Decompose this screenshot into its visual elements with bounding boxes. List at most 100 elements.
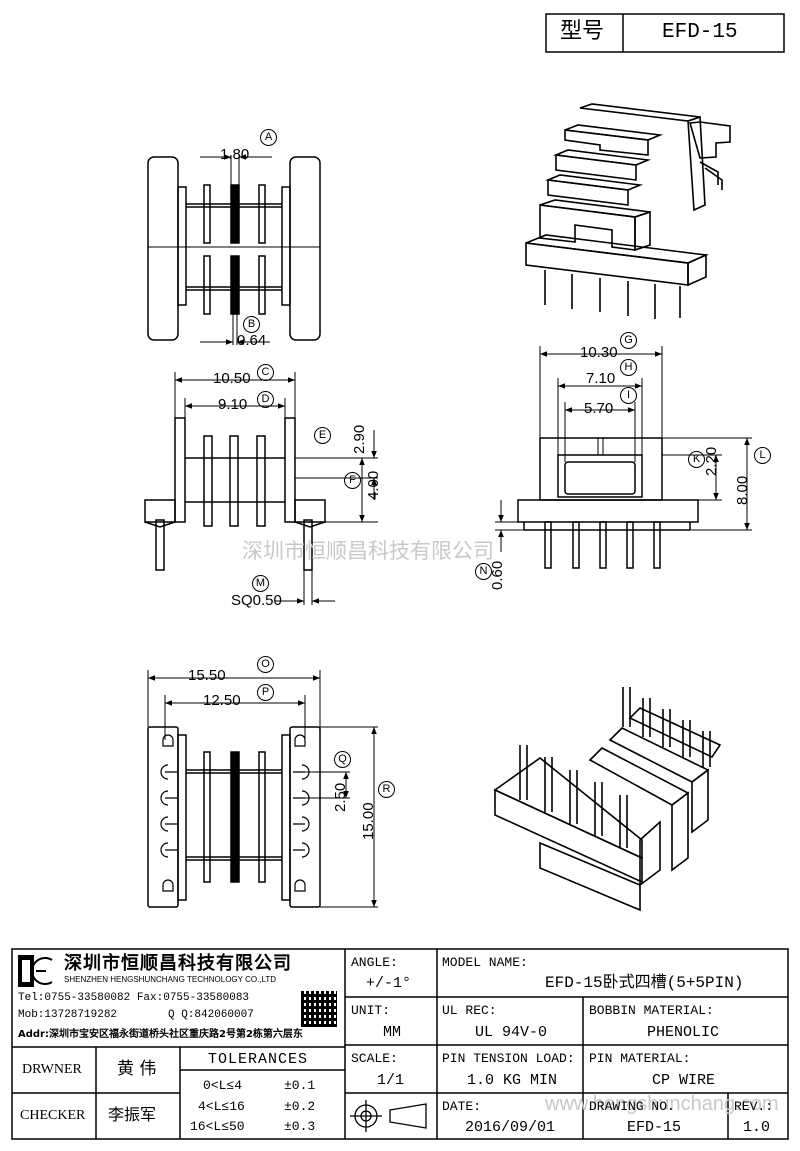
dim-d-value: 9.10 xyxy=(218,396,248,413)
watermark-company: 深圳市恒顺昌科技有限公司 xyxy=(242,539,494,563)
company-tel: Tel:0755-33580082 Fax:0755-33580083 xyxy=(18,992,250,1004)
top-view xyxy=(147,154,321,345)
dim-g-tag-text: G xyxy=(620,332,637,349)
dim-r-value: 15.00 xyxy=(360,802,377,840)
dim-l-value: 8.00 xyxy=(734,475,751,505)
drawer-label: DRWNER xyxy=(22,1062,82,1077)
dim-q-value: 2.50 xyxy=(332,782,349,812)
dim-a-tag: A xyxy=(260,128,277,146)
dim-f-tag: F xyxy=(344,471,361,489)
angle-label: ANGLE: xyxy=(351,955,398,970)
drawing-no-value: EFD-15 xyxy=(627,1119,682,1136)
dim-o-value: 15.50 xyxy=(188,667,226,684)
tol-range-3: 16<L≤50 xyxy=(190,1119,245,1134)
ul-label: UL REC: xyxy=(442,1003,497,1018)
dim-m-tag-text: M xyxy=(252,575,269,592)
tol-range-2: 4<L≤16 xyxy=(198,1099,245,1114)
isometric-view-bottom xyxy=(493,687,722,912)
bottom-view xyxy=(147,670,378,908)
drawing-no-label: DRAWING NO. xyxy=(589,1099,675,1114)
drawer-name: 黄 伟 xyxy=(117,1059,157,1079)
model-number: EFD-15 xyxy=(662,21,738,44)
dim-h-tag-text: H xyxy=(620,359,637,376)
angle-value: +/-1° xyxy=(366,975,412,992)
company-mob: Mob:13728719282 xyxy=(18,1009,118,1021)
dim-f-value: 4.00 xyxy=(365,470,382,500)
dim-b-value: 0.64 xyxy=(237,332,267,349)
dim-q-tag: Q xyxy=(334,750,351,768)
dim-p-tag-text: P xyxy=(257,684,274,701)
company-name-en: SHENZHEN HENGSHUNCHANG TECHNOLOGY CO.,LT… xyxy=(64,975,277,984)
dim-g-value: 10.30 xyxy=(580,344,618,361)
tension-value: 1.0 KG MIN xyxy=(467,1072,558,1089)
dim-d-tag: D xyxy=(257,390,274,408)
dim-d-tag-text: D xyxy=(257,391,274,408)
model-name-label: MODEL NAME: xyxy=(442,955,528,970)
dim-m-value: SQ0.50 xyxy=(231,592,282,609)
checker-label: CHECKER xyxy=(20,1108,86,1123)
dim-k-tag: K xyxy=(688,450,705,468)
dim-e-tag: E xyxy=(314,426,331,444)
isometric-view-top xyxy=(525,103,731,319)
company-logo xyxy=(18,955,53,987)
tol-value-1: ±0.1 xyxy=(284,1078,316,1093)
dim-n-tag-text: N xyxy=(475,563,492,580)
dim-i-tag: I xyxy=(620,386,637,404)
dim-i-value: 5.70 xyxy=(584,400,614,417)
dim-c-value: 10.50 xyxy=(213,370,251,387)
dim-r-tag-text: R xyxy=(378,781,395,798)
dim-a-tag-text: A xyxy=(260,129,277,146)
dim-e-value: 2.90 xyxy=(351,424,368,454)
dim-b-tag: B xyxy=(243,315,260,333)
unit-label: UNIT: xyxy=(351,1003,391,1018)
pin-material-value: CP WIRE xyxy=(652,1072,716,1089)
dim-r-tag: R xyxy=(378,780,395,798)
tol-range-1: 0<L≤4 xyxy=(203,1078,243,1093)
scale-label: SCALE: xyxy=(351,1051,398,1066)
dim-n-value: 0.60 xyxy=(489,560,506,590)
dim-e-tag-text: E xyxy=(314,427,331,444)
title-block-grid xyxy=(11,948,789,1140)
rev-label: REV.: xyxy=(734,1099,774,1114)
model-name-value: EFD-15卧式四槽(5+5PIN) xyxy=(545,974,744,992)
dim-p-value: 12.50 xyxy=(203,692,241,709)
unit-value: MM xyxy=(383,1024,402,1041)
ul-value: UL 94V-0 xyxy=(475,1024,548,1041)
tension-label: PIN TENSION LOAD: xyxy=(442,1051,575,1066)
dim-p-tag: P xyxy=(257,683,274,701)
dim-i-tag-text: I xyxy=(620,387,637,404)
dim-c-tag: C xyxy=(257,363,274,381)
dim-m-tag: M xyxy=(252,574,269,592)
header-box xyxy=(545,13,785,53)
date-value: 2016/09/01 xyxy=(465,1119,556,1136)
dim-a-value: 1.80 xyxy=(220,146,250,163)
dim-q-tag-text: Q xyxy=(334,751,351,768)
projection-symbol xyxy=(350,1100,427,1132)
dim-k-value: 2.20 xyxy=(703,446,720,476)
checker-name: 李振军 xyxy=(108,1105,157,1124)
tol-value-2: ±0.2 xyxy=(284,1099,316,1114)
dim-f-tag-text: F xyxy=(344,472,361,489)
date-label: DATE: xyxy=(442,1099,482,1114)
rev-value: 1.0 xyxy=(743,1119,771,1136)
front-view xyxy=(144,372,378,605)
company-qq: Q Q:842060007 xyxy=(168,1009,254,1021)
scale-value: 1/1 xyxy=(377,1072,405,1089)
dim-l-tag: L xyxy=(754,446,771,464)
dim-h-tag: H xyxy=(620,358,637,376)
bobbin-value: PHENOLIC xyxy=(647,1024,720,1041)
watermark-url: www.hengshunchang.com xyxy=(545,1093,779,1115)
type-label: 型号 xyxy=(560,19,605,44)
company-name-cn: 深圳市恒顺昌科技有限公司 xyxy=(64,953,292,974)
dim-o-tag-text: O xyxy=(257,656,274,673)
pin-material-label: PIN MATERIAL: xyxy=(589,1051,691,1066)
tolerances-label: TOLERANCES xyxy=(208,1051,309,1068)
dim-c-tag-text: C xyxy=(257,364,274,381)
dim-l-tag-text: L xyxy=(754,447,771,464)
dim-o-tag: O xyxy=(257,655,274,673)
dim-h-value: 7.10 xyxy=(586,370,616,387)
tol-value-3: ±0.3 xyxy=(284,1119,316,1134)
bobbin-label: BOBBIN MATERIAL: xyxy=(589,1003,714,1018)
dim-k-tag-text: K xyxy=(688,451,705,468)
